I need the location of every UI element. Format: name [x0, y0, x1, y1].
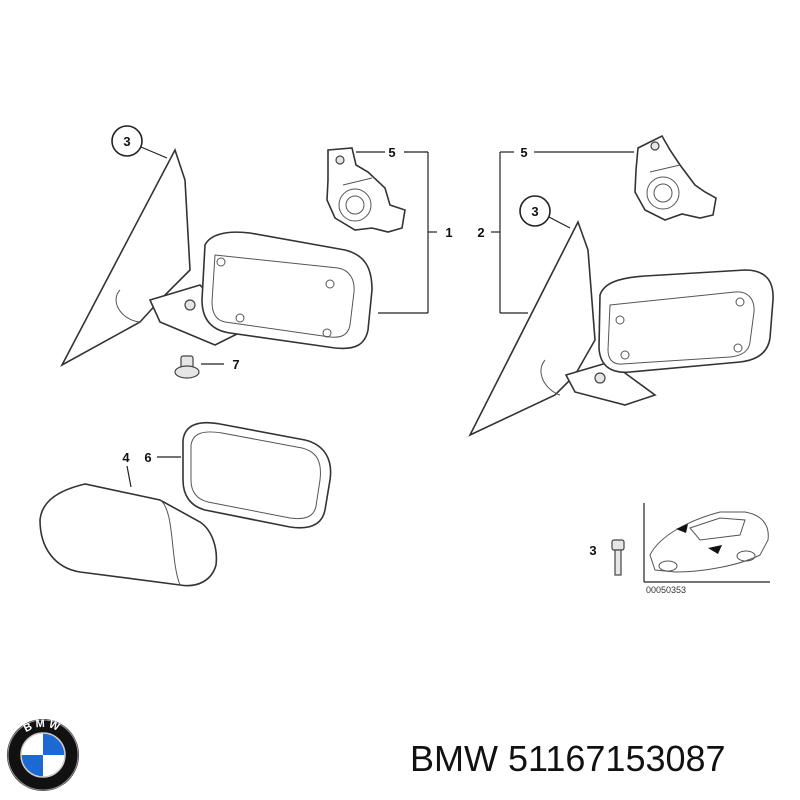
callout-3-left: 3: [111, 125, 168, 159]
right-mirror-assembly: [468, 219, 774, 437]
callout-5-right-label: 5: [520, 145, 527, 160]
callout-3-left-label: 3: [123, 134, 130, 149]
part-7-plug: 7: [174, 355, 240, 379]
bracket-1: 1: [378, 152, 453, 314]
callout-4-label: 4: [122, 450, 130, 465]
part-6-mirror-glass: 6: [144, 421, 332, 529]
left-mirror-motor: [326, 147, 406, 233]
callout-3-inset-label: 3: [589, 543, 596, 558]
svg-text:BMW: BMW: [22, 718, 64, 735]
part-caption: BMW 51167153087: [410, 738, 790, 788]
reference-code: 00050353: [646, 585, 686, 595]
bmw-logo: BMW: [7, 718, 79, 791]
callout-1-label: 1: [445, 225, 452, 240]
reference-inset: 3 00050353: [589, 503, 770, 595]
bracket-2: 2 5: [477, 145, 634, 314]
caption-brand: BMW: [410, 738, 498, 779]
caption-part-number: 51167153087: [508, 738, 726, 779]
logo-text: BMW: [22, 718, 61, 735]
callout-3-right: 3: [519, 195, 571, 229]
part-4-mirror-cap: 4: [39, 450, 218, 587]
callout-3-right-label: 3: [531, 204, 538, 219]
left-mirror-assembly: [60, 147, 373, 367]
callout-6-label: 6: [144, 450, 151, 465]
right-mirror-motor: [634, 134, 717, 221]
callout-5-left-label: 5: [388, 145, 395, 160]
callout-2-label: 2: [477, 225, 484, 240]
callout-7-label: 7: [232, 357, 239, 372]
